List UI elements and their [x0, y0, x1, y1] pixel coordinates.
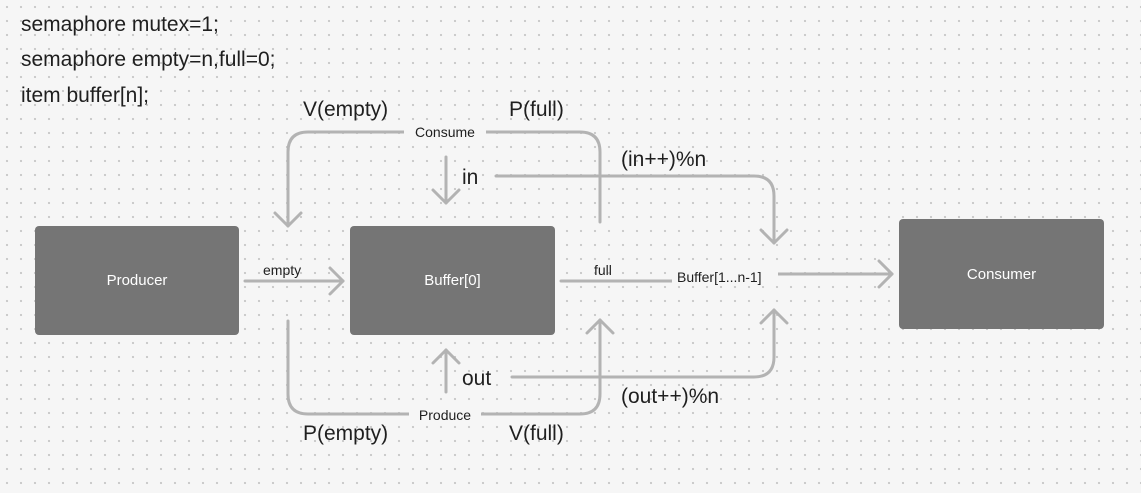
consume-label-bg: [404, 122, 486, 142]
out-to-buffer-arrowhead: [431, 348, 461, 365]
consumer-node[interactable]: Consumer: [899, 219, 1104, 329]
code-line-buffer: item buffer[n];: [21, 84, 150, 107]
in-increment-arrowhead: [759, 228, 789, 245]
buffer-rest-label-bg: [672, 264, 778, 286]
in-increment-label: (in++)%n: [621, 148, 706, 171]
code-line-mutex: semaphore mutex=1;: [21, 13, 219, 36]
out-increment-label: (out++)%n: [621, 385, 719, 408]
out-increment-connector: [510, 308, 776, 379]
out-label: out: [462, 367, 491, 390]
produce-loop-arrowhead: [585, 318, 615, 335]
v-empty-label: V(empty): [303, 98, 388, 121]
buffer0-label: Buffer[0]: [424, 272, 481, 289]
consume-loop-connector: [286, 130, 602, 228]
consume-label: Consume: [415, 124, 475, 140]
p-full-label: P(full): [509, 98, 564, 121]
consume-to-in-arrowhead: [431, 188, 461, 205]
in-increment-connector: [494, 174, 776, 245]
buffer-to-consumer-arrowhead: [877, 259, 894, 289]
v-full-label: V(full): [509, 422, 564, 445]
code-line-empty-full: semaphore empty=n,full=0;: [21, 48, 276, 71]
produce-loop-connector: [286, 318, 602, 416]
producer-to-buffer-arrowhead: [328, 266, 345, 296]
producer-label: Producer: [106, 272, 168, 289]
consume-loop-arrowhead: [273, 211, 303, 228]
producer-node[interactable]: Producer: [35, 226, 239, 335]
produce-label: Produce: [419, 407, 471, 423]
produce-label-bg: [409, 404, 481, 424]
in-label: in: [462, 166, 478, 189]
buffer-rest-label: Buffer[1...n-1]: [677, 269, 762, 285]
p-empty-label: P(empty): [303, 422, 388, 445]
consumer-label: Consumer: [966, 265, 1037, 283]
full-label: full: [594, 262, 612, 278]
buffer0-node[interactable]: Buffer[0]: [350, 226, 555, 335]
out-increment-arrowhead: [759, 308, 789, 325]
empty-label: empty: [263, 262, 301, 278]
